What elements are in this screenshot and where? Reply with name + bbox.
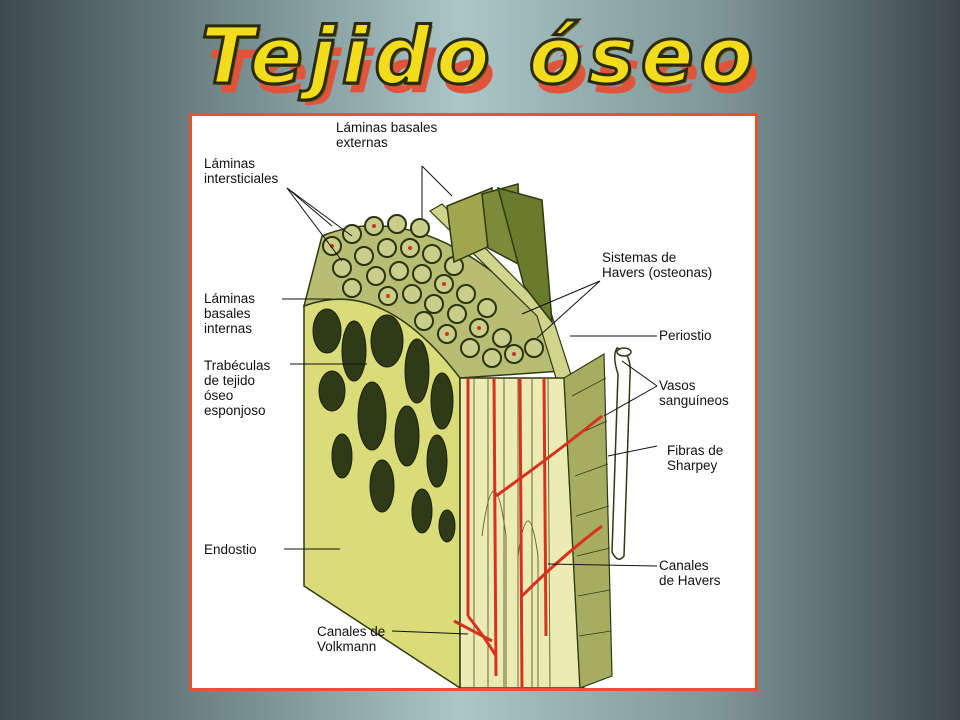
outer-lamella-3 (496, 186, 553, 325)
diagram-panel: Láminas basales externas Láminas interst… (189, 113, 758, 691)
label-canales-volkmann: Canales de Volkmann (317, 624, 386, 654)
bone-diagram (282, 165, 658, 688)
title-shadow: Tejido óseo (206, 39, 766, 107)
label-laminas-basales-externas: Láminas basales externas (336, 120, 438, 150)
label-canales-havers: Canales de Havers (659, 558, 721, 588)
label-laminas-basales-internas: Láminas basales internas (204, 291, 256, 336)
page-title: Tejido óseo (199, 11, 760, 104)
vessel-opening (616, 347, 632, 357)
trabeculae-shapes (312, 308, 456, 543)
label-endostio: Endostio (204, 542, 257, 557)
title-block: Tejido óseo Tejido óseo (0, 10, 960, 110)
label-vasos-sanguineos: Vasos sanguíneos (659, 378, 729, 408)
label-sistemas-havers: Sistemas de Havers (osteonas) (602, 250, 713, 280)
leader-lines (282, 165, 658, 635)
blood-vessels (453, 377, 603, 688)
label-fibras-sharpey: Fibras de Sharpey (667, 443, 724, 473)
label-laminas-intersticiales: Láminas intersticiales (204, 156, 279, 186)
label-periostio: Periostio (659, 328, 712, 343)
label-trabeculas: Trabéculas de tejido óseo esponjoso (204, 358, 271, 418)
